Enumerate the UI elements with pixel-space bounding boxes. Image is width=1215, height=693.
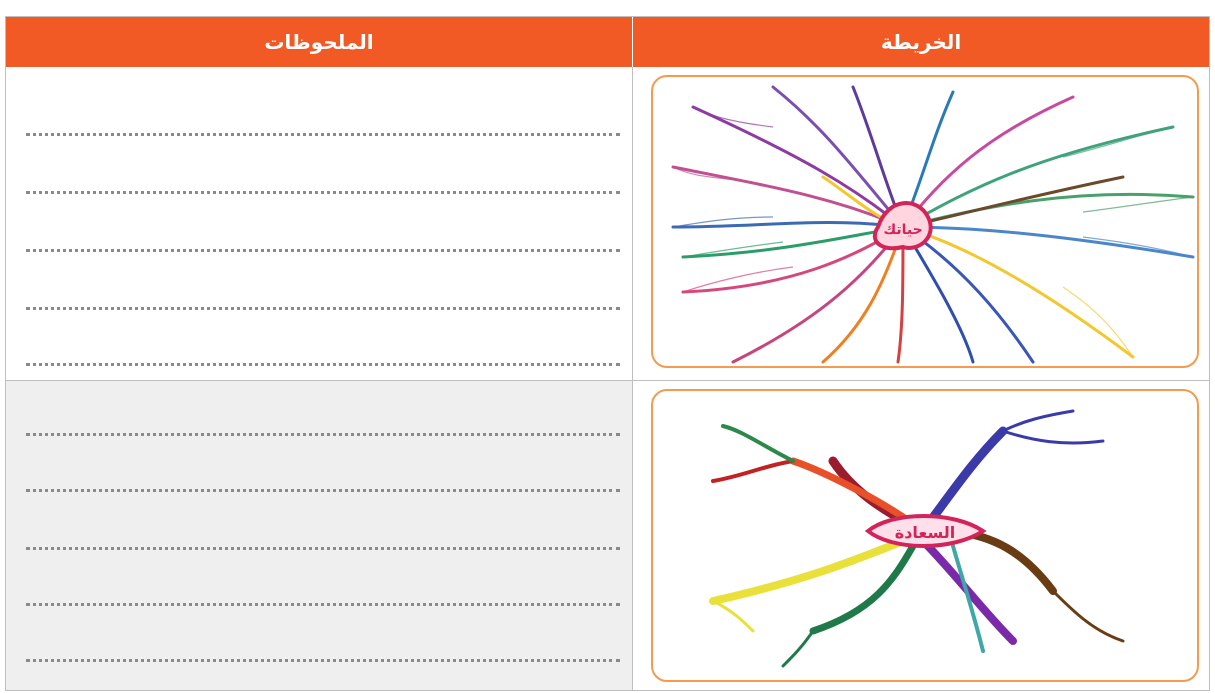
- notes-dotted-line[interactable]: [26, 249, 620, 252]
- mind-map-center-label: حياتك: [883, 222, 922, 238]
- notes-dotted-line[interactable]: [26, 133, 620, 136]
- notes-dotted-line[interactable]: [26, 659, 620, 662]
- notes-dotted-line[interactable]: [26, 547, 620, 550]
- map-cell: حياتك: [633, 67, 1209, 380]
- notes-column-header: الملحوظات: [6, 17, 632, 67]
- notes-dotted-line[interactable]: [26, 191, 620, 194]
- notes-dotted-line[interactable]: [26, 603, 620, 606]
- map-cell: السعادة: [633, 381, 1209, 690]
- mind-map-life-drawing: حياتك: [653, 77, 1197, 366]
- mind-map-image: السعادة: [651, 389, 1199, 682]
- table-row: السعادة: [6, 381, 1209, 690]
- mind-map-center-label: السعادة: [895, 523, 955, 542]
- table-row: حياتك: [6, 67, 1209, 381]
- table-header: الملحوظات الخريطة: [6, 17, 1209, 67]
- map-column-header: الخريطة: [633, 17, 1209, 67]
- column-divider: [632, 67, 633, 690]
- notes-dotted-line[interactable]: [26, 433, 620, 436]
- mind-map-notes-table: الملحوظات الخريطة: [5, 16, 1210, 691]
- notes-dotted-line[interactable]: [26, 489, 620, 492]
- mind-map-image: حياتك: [651, 75, 1199, 368]
- notes-dotted-line[interactable]: [26, 363, 620, 366]
- notes-dotted-line[interactable]: [26, 307, 620, 310]
- mind-map-happiness-drawing: السعادة: [653, 391, 1197, 680]
